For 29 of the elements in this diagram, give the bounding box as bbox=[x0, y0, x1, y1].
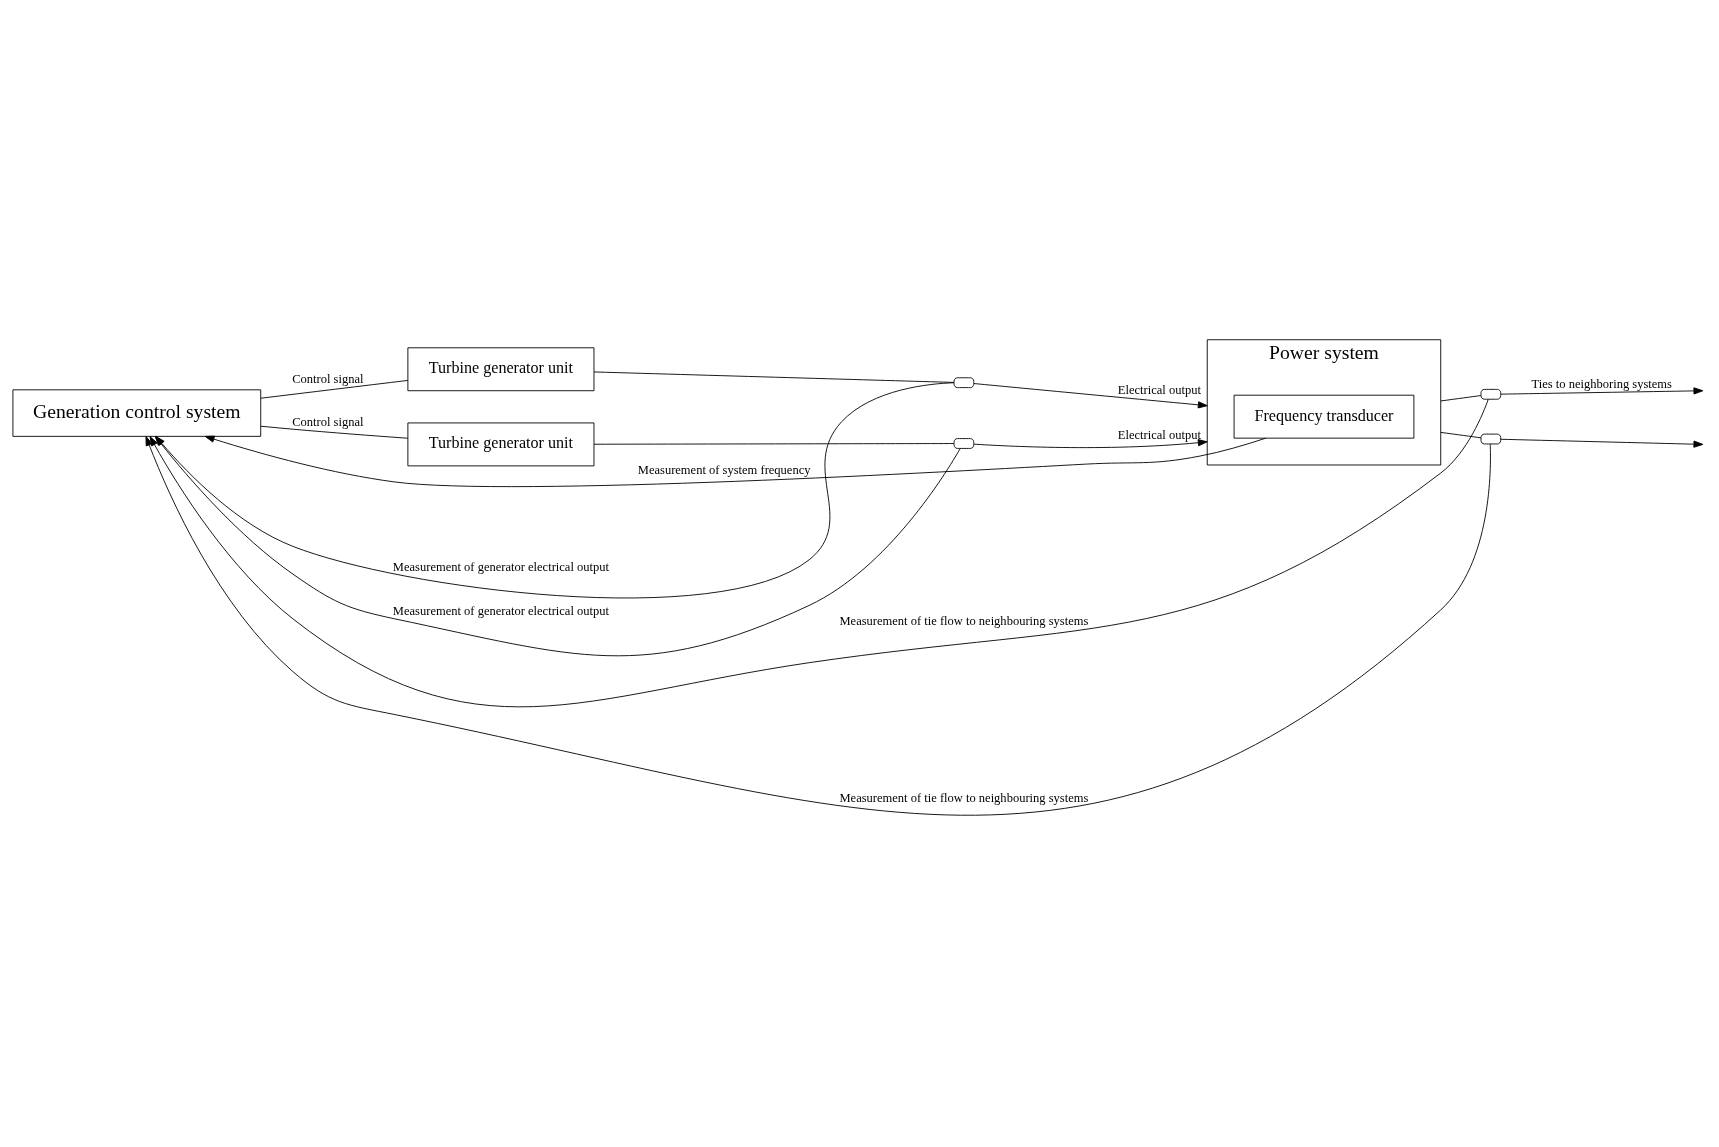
connector bbox=[593, 442, 955, 445]
edge-label: Ties to neighboring systems bbox=[1531, 376, 1672, 391]
edge-label: Measurement of tie flow to neighbouring systems bbox=[839, 613, 1089, 628]
node-box bbox=[1480, 388, 1502, 400]
edge-label: Measurement of generator electrical output bbox=[392, 559, 610, 574]
node-box: Turbine generator unit bbox=[407, 422, 595, 466]
node-box bbox=[1480, 433, 1502, 444]
node-box bbox=[953, 376, 975, 388]
arrow bbox=[204, 435, 1267, 487]
arrow bbox=[973, 438, 1208, 448]
arrow bbox=[973, 382, 1208, 408]
edge-label: Electrical output bbox=[1117, 382, 1201, 397]
node-box: Generation control system bbox=[12, 388, 262, 437]
arrow bbox=[1500, 386, 1704, 395]
node-box bbox=[953, 437, 975, 449]
arrow bbox=[149, 398, 1489, 707]
edge-label: Measurement of system frequency bbox=[637, 462, 811, 477]
connector bbox=[1440, 431, 1482, 438]
edge-label: Measurement of tie flow to neighbouring systems bbox=[839, 790, 1089, 805]
node-box: Turbine generator unit bbox=[407, 346, 595, 391]
node-box: Frequency transducer bbox=[1233, 394, 1415, 439]
edge-label: Electrical output bbox=[1117, 427, 1201, 442]
connector bbox=[260, 379, 409, 399]
arrow bbox=[1500, 438, 1704, 448]
connector bbox=[1440, 394, 1482, 401]
edge-label: Control signal bbox=[292, 414, 364, 429]
edge-label: Measurement of generator electrical output bbox=[392, 603, 610, 618]
connector bbox=[260, 425, 409, 439]
edge-label: Control signal bbox=[292, 371, 364, 386]
